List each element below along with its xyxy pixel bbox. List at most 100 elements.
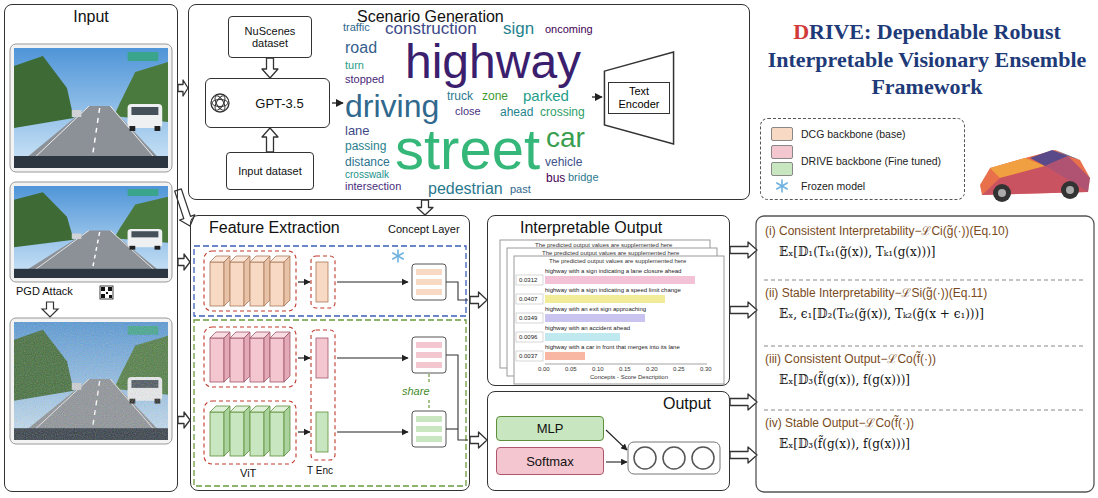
word-cloud-term: distance xyxy=(345,156,390,168)
node-label: (i) Consistent Interpretability−ℒCi(g̃(·… xyxy=(765,224,1083,239)
legend-box: DCG backbone (base)DRIVE backbone (Fine … xyxy=(760,118,965,200)
formula-text: 𝔼ₓ[𝔻₁(Tₖ₁(g̃(x)), Tₖ₁(g(x)))] xyxy=(765,245,1083,259)
legend-text: Frozen model xyxy=(801,180,865,192)
word-cloud-term: crosswalk xyxy=(345,170,389,180)
legend-swatch xyxy=(771,145,793,159)
hollow-arrow xyxy=(417,200,433,215)
llm-box: GPT-3.5 xyxy=(205,78,330,128)
chart-text: 0.10 xyxy=(592,366,604,372)
word-cloud-term: highway xyxy=(405,38,581,86)
node-label: (iv) Stable Output−ℒCo(f̃(·)) xyxy=(765,416,1083,431)
mlp-box: MLP xyxy=(496,416,604,441)
dataset-box: Input dataset xyxy=(226,152,314,190)
chart-text: 0.15 xyxy=(619,366,631,372)
chart-text: highway with an accident ahead xyxy=(545,325,630,331)
word-cloud-term: driving xyxy=(345,90,439,122)
hollow-arrow xyxy=(730,394,757,410)
chart-text: highway with a sign indicating a speed l… xyxy=(545,287,681,293)
word-cloud-term: street xyxy=(395,120,540,178)
node-label: Text Encoder xyxy=(608,82,670,114)
chart-text: 0.0312 xyxy=(519,277,537,283)
node-label: GPT-3.5 xyxy=(255,96,303,111)
hollow-arrow xyxy=(262,58,278,78)
node-label: MLP xyxy=(537,421,564,436)
node-label: Interpretable Output xyxy=(520,216,729,237)
word-cloud-term: turn xyxy=(345,60,364,71)
word-cloud-term: bridge xyxy=(568,172,599,183)
loss-entry: (iv) Stable Output−ℒCo(f̃(·)) 𝔼ₓ[𝔻₃(f̃(g(… xyxy=(757,412,1091,472)
input-panel: Input xyxy=(4,4,178,492)
hollow-arrow xyxy=(178,80,188,96)
feature-panel: Feature Extraction xyxy=(190,215,470,491)
chart-text: 0.0037 xyxy=(519,353,537,359)
word-cloud-term: construction xyxy=(385,20,477,37)
word-cloud-term: car xyxy=(546,124,585,152)
chart-text: 0.20 xyxy=(646,366,658,372)
snowflake-icon xyxy=(771,179,793,193)
formula-text: 𝔼ₓ[𝔻₃(f̃(g(x)), f(g(x)))] xyxy=(765,437,1083,451)
word-cloud-term: close xyxy=(455,106,481,117)
chart-text: The predicted output values are suppleme… xyxy=(542,250,679,256)
hollow-arrow xyxy=(262,128,278,152)
chart-text: 0.05 xyxy=(565,366,577,372)
snowflake-stroke xyxy=(777,183,787,189)
encoder-trapezoid: Text Encoder xyxy=(603,50,675,146)
legend-item: DCG backbone (base) xyxy=(771,127,905,141)
legend-swatches xyxy=(771,127,793,141)
word-cloud-term: bus xyxy=(546,172,565,184)
node-label: Output xyxy=(488,392,711,413)
hollow-arrow xyxy=(178,254,190,270)
node-label: Input xyxy=(5,5,177,26)
node-label: Input dataset xyxy=(238,165,302,177)
part-label: T Enc xyxy=(307,466,333,476)
legend-text: DCG backbone (base) xyxy=(801,128,905,140)
dataset-box: NuScenes dataset xyxy=(228,16,312,58)
loss-entry: (i) Consistent Interpretability−ℒCi(g̃(·… xyxy=(757,220,1091,278)
legend-swatches xyxy=(771,145,793,176)
word-cloud-term: ahead xyxy=(500,106,533,118)
formula-text: 𝔼ₓ, ϵ₁[𝔻₂(Tₖ₂(g̃(x)), Tₖ₂(g̃(x + ϵ₁)))] xyxy=(765,307,1083,321)
chart-text: highway with a car in front that merges … xyxy=(545,344,680,350)
legend-swatch xyxy=(771,127,793,141)
word-cloud-term: oncoming xyxy=(545,24,593,35)
chart-text: The predicted output values are suppleme… xyxy=(535,242,672,248)
part-label: Concept Layer xyxy=(388,224,460,235)
node-label: (iii) Consistent Output−ℒCo(f̃(·)) xyxy=(765,352,1083,367)
word-cloud-term: road xyxy=(345,40,377,56)
word-cloud-term: parked xyxy=(523,88,569,103)
word-cloud-term: stopped xyxy=(345,74,384,85)
word-cloud-term: passing xyxy=(345,140,386,152)
loss-entry: (ii) Stable Interpretability−ℒSi(g̃(·))(… xyxy=(757,282,1091,344)
node-label: (ii) Stable Interpretability−ℒSi(g̃(·))(… xyxy=(765,286,1083,301)
hollow-arrow xyxy=(178,412,190,428)
chart-text: The predicted output values are suppleme… xyxy=(549,258,686,264)
node-label: NuScenes dataset xyxy=(233,25,307,49)
part-label: share xyxy=(402,386,430,397)
chart-text: highway with an exit sign approaching xyxy=(545,306,646,312)
node-label: Softmax xyxy=(526,454,574,469)
word-cloud-term: truck xyxy=(447,90,473,102)
snowflake-stroke xyxy=(777,183,787,189)
word-cloud-term: intersection xyxy=(345,181,401,192)
chart-text: 0.30 xyxy=(700,366,712,372)
chart-text: 0.0407 xyxy=(519,296,537,302)
trapezoid-shape xyxy=(604,52,673,144)
legend-item: Frozen model xyxy=(771,179,865,193)
hollow-arrow xyxy=(730,302,757,318)
hollow-arrow xyxy=(470,292,487,308)
part-label: ViT xyxy=(240,468,256,479)
word-cloud-term: past xyxy=(510,184,531,195)
output-panel: OutputMLP Softmax xyxy=(487,391,730,491)
loss-entry: (iii) Consistent Output−ℒCo(f̃(·))𝔼ₓ[𝔻₃(… xyxy=(757,348,1091,408)
word-cloud-term: crossing xyxy=(540,106,585,118)
diagram-title: DRIVE: Dependable Robust Interpretable V… xyxy=(762,18,1092,101)
chart-text: highway with a sign indicating a lane cl… xyxy=(545,268,681,274)
word-cloud-term: lane xyxy=(345,124,370,137)
part-label: PGD Attack xyxy=(16,286,73,297)
word-cloud-term: zone xyxy=(482,90,508,102)
word-cloud-term: vehicle xyxy=(545,156,582,168)
word-cloud-term: traffic xyxy=(343,22,370,33)
chart-text: Concepts - Score Description xyxy=(590,374,668,380)
chart-text: 0.00 xyxy=(538,366,550,372)
